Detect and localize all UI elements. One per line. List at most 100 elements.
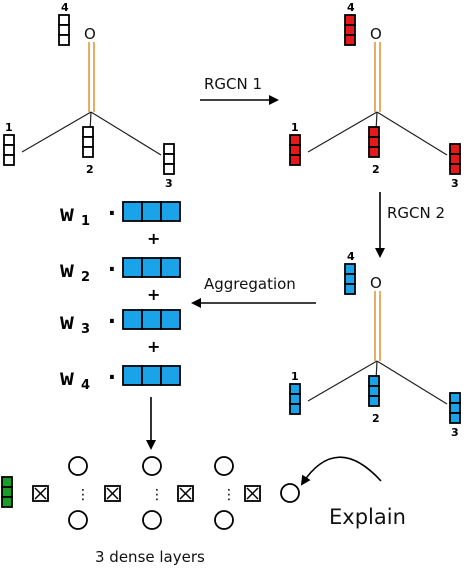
feature-cell <box>160 365 181 386</box>
weight-symbol: w <box>60 309 74 335</box>
weight-symbol: w <box>60 257 74 283</box>
aggregated-vector <box>122 309 181 330</box>
feature-cell <box>368 146 380 158</box>
node-4-number: 4 <box>347 250 355 263</box>
node-1-vector <box>3 134 15 166</box>
neuron-ellipsis: ⋮ <box>222 487 236 503</box>
plus-sign: + <box>147 229 160 248</box>
single-bond-line <box>21 111 92 153</box>
node-4-number: 4 <box>347 1 355 14</box>
oxygen-atom-label: O <box>370 25 382 43</box>
feature-cell <box>344 273 356 285</box>
feature-cell <box>122 257 143 278</box>
feature-cell <box>58 34 70 46</box>
feature-cell <box>141 201 162 222</box>
feature-cell <box>289 393 301 405</box>
neuron-node <box>214 510 234 530</box>
dense-unit-box <box>177 485 194 502</box>
node-1-vector <box>289 383 301 415</box>
node-3-vector <box>163 143 175 175</box>
feature-cell <box>163 143 175 155</box>
node-2-vector <box>368 126 380 158</box>
node-2-number: 2 <box>86 163 94 176</box>
feature-cell <box>160 309 181 330</box>
node-4-vector <box>344 14 356 46</box>
neuron-node <box>68 456 88 476</box>
feature-cell <box>1 476 13 488</box>
feature-cell <box>344 24 356 36</box>
neuron-node <box>68 510 88 530</box>
feature-cell <box>368 395 380 407</box>
input-feature-vector <box>1 476 13 508</box>
feature-cell <box>82 126 94 138</box>
rgcn1-label: RGCN 1 <box>204 75 262 93</box>
multiply-operator: · <box>105 365 119 391</box>
node-1-number: 1 <box>291 121 299 134</box>
neuron-node <box>142 456 162 476</box>
feature-cell <box>3 134 15 146</box>
feature-cell <box>141 365 162 386</box>
node-4-vector <box>58 14 70 46</box>
dense-unit-box <box>244 485 261 502</box>
node-3-vector <box>449 392 461 424</box>
feature-cell <box>368 385 380 397</box>
feature-cell <box>122 201 143 222</box>
node-2-vector <box>368 375 380 407</box>
feature-cell <box>289 383 301 395</box>
feature-cell <box>449 163 461 175</box>
explain-arrow <box>300 456 382 486</box>
feature-cell <box>289 154 301 166</box>
feature-cell <box>122 365 143 386</box>
feature-cell <box>289 144 301 156</box>
feature-cell <box>449 143 461 155</box>
node-2-vector <box>82 126 94 158</box>
weight-subscript: 1 <box>81 214 90 229</box>
node-3-number: 3 <box>451 426 459 439</box>
node-3-number: 3 <box>165 177 173 190</box>
aggregation-label: Aggregation <box>204 275 296 293</box>
feature-cell <box>344 283 356 295</box>
feature-cell <box>160 257 181 278</box>
node-3-number: 3 <box>451 177 459 190</box>
aggregated-vector <box>122 257 181 278</box>
single-bond-line <box>307 360 378 402</box>
node-2-number: 2 <box>372 163 380 176</box>
dense-unit-box <box>32 485 49 502</box>
feature-cell <box>163 153 175 165</box>
feature-cell <box>141 309 162 330</box>
feature-cell <box>3 154 15 166</box>
feature-cell <box>449 402 461 414</box>
oxygen-atom-label: O <box>84 25 96 43</box>
aggregated-vector <box>122 201 181 222</box>
plus-sign: + <box>147 285 160 304</box>
multiply-operator: · <box>105 201 119 227</box>
weight-subscript: 3 <box>81 322 90 337</box>
multiply-operator: · <box>105 257 119 283</box>
network-caption: 3 dense layers <box>95 548 205 566</box>
node-1-number: 1 <box>5 121 13 134</box>
output-neuron-node <box>280 483 300 503</box>
weight-symbol: w <box>60 201 74 227</box>
dense-unit-box <box>104 485 121 502</box>
feature-cell <box>1 496 13 508</box>
weight-subscript: 4 <box>81 378 90 393</box>
node-2-number: 2 <box>372 412 380 425</box>
feature-cell <box>58 14 70 26</box>
molecule-rgcn1: O 1 2 3 4 <box>289 1 461 190</box>
molecule-input: O 1 2 3 4 <box>3 1 175 190</box>
feature-cell <box>141 257 162 278</box>
single-bond-line <box>90 111 162 156</box>
feature-cell <box>1 486 13 498</box>
node-4-number: 4 <box>61 1 69 14</box>
feature-cell <box>368 126 380 138</box>
feature-cell <box>82 136 94 148</box>
neuron-node <box>214 456 234 476</box>
feature-cell <box>122 309 143 330</box>
feature-cell <box>344 263 356 275</box>
feature-cell <box>3 144 15 156</box>
feature-cell <box>82 146 94 158</box>
